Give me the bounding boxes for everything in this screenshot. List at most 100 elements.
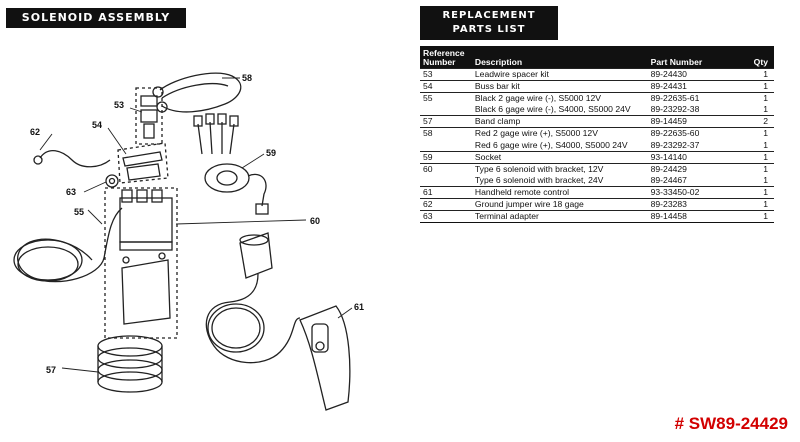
cell-description: Red 6 gage wire (+), S4000, S5000 24V [474, 139, 628, 150]
cell-qty: 1 [750, 198, 774, 211]
header-qty: Qty [750, 46, 774, 69]
cell-reference: 62 [420, 198, 472, 211]
cell-qty: 2 [750, 115, 774, 128]
cell-reference: 63 [420, 210, 472, 224]
socket-59 [193, 113, 269, 215]
cell-part-number: 89-22635-61 [647, 92, 751, 105]
black-wire-55 [13, 207, 123, 283]
table-row: Type 6 solenoid with bracket, 24V 89-2446… [420, 175, 774, 187]
cell-part-number: 89-14458 [647, 210, 751, 224]
cell-description: Terminal adapter [471, 210, 648, 224]
cell-description: Type 6 solenoid with bracket, 24V [474, 174, 604, 185]
cell-description: Leadwire spacer kit [471, 67, 648, 81]
cell-reference: 58 [420, 127, 472, 140]
cell-part-number: 89-23292-37 [650, 139, 700, 150]
table-header-row: Reference Number Description Part Number… [420, 46, 774, 69]
cell-description: Buss bar kit [471, 80, 648, 93]
cell-part-number: 93-14140 [647, 150, 751, 164]
cell-part-number: 89-24467 [650, 174, 687, 185]
cell-qty: 1 [763, 139, 768, 150]
cell-description: Red 2 gage wire (+), S5000 12V [471, 127, 648, 140]
cell-part-number: 93-33450-02 [647, 185, 751, 199]
cell-qty: 1 [750, 67, 774, 81]
cell-qty: 1 [763, 104, 768, 115]
cell-description: Black 2 gage wire (-), S5000 12V [471, 92, 648, 105]
cell-qty: 1 [750, 210, 774, 224]
cell-reference: 60 [420, 162, 472, 175]
cell-qty: 1 [750, 185, 774, 199]
cell-part-number: 89-23283 [647, 198, 751, 211]
header-reference-number: Reference Number [420, 46, 472, 69]
parts-list-title-line1: REPLACEMENT [442, 10, 536, 21]
cell-part-number: 89-24430 [647, 67, 751, 81]
buss-dashed-outline [117, 142, 169, 184]
cell-qty: 1 [750, 127, 774, 140]
callout-59: 59 [266, 148, 276, 158]
cell-part-number: 89-24431 [647, 80, 751, 93]
callout-55: 55 [74, 207, 84, 217]
cell-description: Black 6 gage wire (-), S4000, S5000 24V [474, 104, 631, 115]
cell-description: Ground jumper wire 18 gage [471, 198, 648, 211]
ground-jumper-62 [39, 150, 111, 168]
callout-57: 57 [46, 365, 56, 375]
spacer-dashed-outline [135, 87, 163, 145]
solenoid-assembly-diagram: 58 53 54 62 63 55 60 59 57 61 [13, 72, 364, 411]
cell-description: Type 6 solenoid with bracket, 12V [471, 162, 648, 175]
cell-reference [420, 140, 472, 152]
callout-54: 54 [92, 120, 102, 130]
table-row: Red 6 gage wire (+), S4000, S5000 24V 89-… [420, 140, 774, 152]
solenoid-dashed-outline [104, 187, 178, 339]
cell-part-number: 89-23292-38 [650, 104, 700, 115]
cell-part-number: 89-22635-60 [647, 127, 751, 140]
handheld-remote-61 [205, 232, 351, 411]
cell-description: Socket [471, 150, 648, 164]
cell-reference: 55 [420, 92, 472, 105]
cell-reference: 59 [420, 150, 472, 164]
cell-part-number: 89-14459 [647, 115, 751, 128]
band-clamp-57 [97, 335, 163, 393]
parts-list-title: REPLACEMENT PARTS LIST [420, 6, 558, 40]
callout-62: 62 [30, 127, 40, 137]
cell-reference: 54 [420, 80, 472, 93]
cell-qty: 1 [750, 150, 774, 164]
callout-61: 61 [354, 302, 364, 312]
cell-reference: 53 [420, 67, 472, 81]
cell-description: Band clamp [471, 115, 648, 128]
callout-58: 58 [242, 73, 252, 83]
buss-bar-54 [122, 151, 163, 181]
diagram-title: SOLENOID ASSEMBLY [6, 8, 186, 28]
cell-description: Handheld remote control [471, 185, 648, 199]
callout-60: 60 [310, 216, 320, 226]
cell-qty: 1 [763, 174, 768, 185]
cell-reference [420, 104, 472, 116]
callout-53: 53 [114, 100, 124, 110]
cell-qty: 1 [750, 92, 774, 105]
terminal-adapter-63 [105, 174, 119, 188]
part-code-label: # SW89-24429 [674, 414, 788, 433]
solenoid-60 [119, 189, 173, 325]
cell-reference: 61 [420, 185, 472, 199]
header-description: Description [471, 46, 648, 69]
table-row: Black 6 gage wire (-), S4000, S5000 24V 8… [420, 104, 774, 116]
red-wire-58 [159, 72, 242, 113]
callout-63: 63 [66, 187, 76, 197]
cell-qty: 1 [750, 80, 774, 93]
parts-list-title-line2: PARTS LIST [452, 24, 526, 35]
leadwire-spacer-53 [140, 95, 158, 139]
cell-reference [420, 175, 472, 187]
cell-reference: 57 [420, 115, 472, 128]
parts-list-table: Reference Number Description Part Number… [420, 46, 774, 224]
header-part-number: Part Number [647, 46, 751, 69]
cell-part-number: 89-24429 [647, 162, 751, 175]
cell-qty: 1 [750, 162, 774, 175]
